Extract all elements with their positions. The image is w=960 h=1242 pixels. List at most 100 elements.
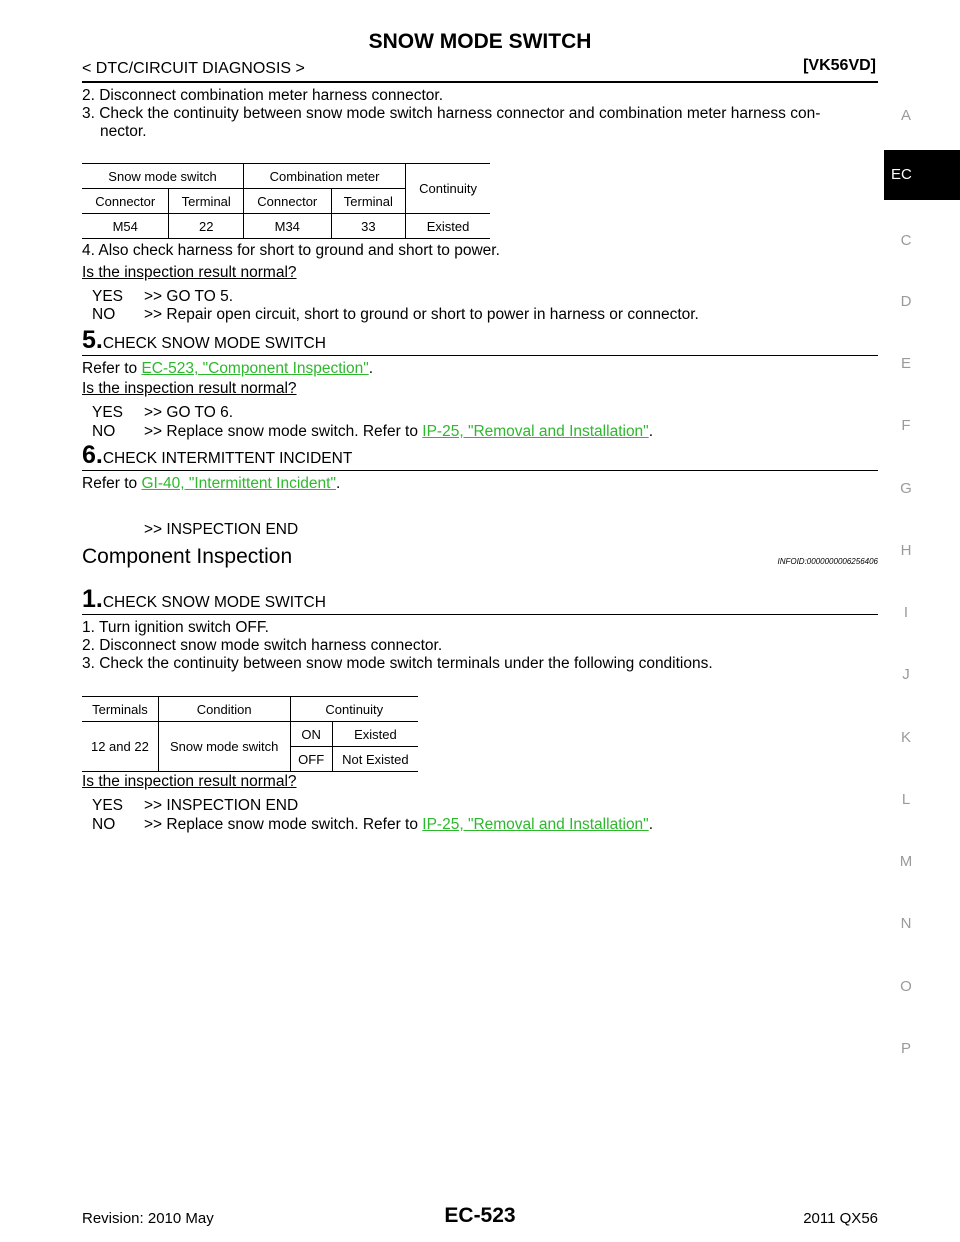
inspection-question: Is the inspection result normal? [82, 380, 297, 397]
table-cell: 22 [168, 213, 244, 239]
answer-text: >> Repair open circuit, short to ground … [144, 306, 699, 323]
refer-line: Refer to GI-40, "Intermittent Incident". [82, 474, 340, 493]
table-header: Continuity [325, 701, 384, 717]
answer-text: >> Replace snow mode switch. Refer to [144, 423, 423, 440]
table-row: M54 22 M34 33 Existed [82, 213, 490, 239]
step-title: CHECK INTERMITTENT INCIDENT [102, 450, 353, 467]
answer-no: NO>> Replace snow mode switch. Refer to … [92, 815, 653, 834]
instruction-step-3: 3. Check the continuity between snow mod… [82, 105, 821, 122]
answer-text: >> GO TO 5. [144, 288, 234, 305]
continuity-table: Snow mode switch Combination meter Conti… [82, 163, 490, 239]
answer-text: >> GO TO 6. [144, 404, 234, 421]
table-header: Terminal [168, 188, 244, 214]
instruction-step-3-cont: nector. [100, 123, 147, 140]
answer-key: YES [92, 288, 124, 305]
table-header: Connector [243, 188, 332, 214]
inspection-question: Is the inspection result normal? [82, 264, 297, 281]
answer-suffix: . [648, 423, 653, 440]
step-number: 6. [82, 441, 103, 469]
answer-text: >> Replace snow mode switch. Refer to [144, 816, 423, 833]
reference-link[interactable]: EC-523, "Component Inspection" [141, 360, 369, 377]
table-cell: 12 and 22 [82, 721, 159, 772]
instruction-step-3: 3. Check the continuity between snow mod… [82, 655, 713, 672]
table-header: Terminal [331, 188, 407, 214]
revision-label: Revision: 2010 May [82, 1210, 214, 1227]
terminal-continuity-table: Terminals Condition Continuity 12 and 22… [82, 696, 418, 772]
step-divider [82, 470, 878, 471]
reference-link[interactable]: IP-25, "Removal and Installation" [422, 423, 649, 440]
table-row: OFF Not Existed [82, 746, 418, 772]
instruction-step-2: 2. Disconnect snow mode switch harness c… [82, 637, 443, 654]
step-title: CHECK SNOW MODE SWITCH [102, 594, 326, 611]
sidebar-tab-ec[interactable]: EC [884, 150, 960, 200]
step-heading-5: 5.CHECK SNOW MODE SWITCH [82, 326, 326, 355]
model-label: [VK56VD] [803, 57, 876, 74]
answer-key: YES [92, 404, 124, 421]
instruction-step-1: 1. Turn ignition switch OFF. [82, 619, 269, 636]
instruction-step-4: 4. Also check harness for short to groun… [82, 242, 500, 259]
step-title: CHECK SNOW MODE SWITCH [102, 335, 326, 352]
reference-link[interactable]: IP-25, "Removal and Installation" [422, 816, 649, 833]
step-divider [82, 614, 878, 615]
answer-key: NO [92, 306, 116, 323]
table-cell: OFF [290, 746, 333, 772]
table-header-continuity: Continuity [419, 181, 477, 196]
step-number: 1. [82, 585, 103, 613]
sidebar-letter-k[interactable]: K [900, 729, 911, 746]
inspection-end: >> INSPECTION END [144, 521, 299, 538]
table-cell: 33 [331, 213, 407, 239]
step-heading-1: 1.CHECK SNOW MODE SWITCH [82, 585, 326, 614]
step-divider [82, 355, 878, 356]
answer-key: NO [92, 423, 116, 440]
answer-yes: YES >> GO TO 5. [92, 287, 233, 306]
section-heading: Component Inspection [82, 545, 293, 568]
sidebar-letter-a[interactable]: A [900, 107, 911, 124]
table-cell: Snow mode switch [158, 721, 291, 772]
table-cell: Existed [426, 218, 470, 234]
sidebar-letter-g[interactable]: G [900, 480, 912, 497]
page-number: EC-523 [444, 1204, 516, 1227]
table-group-header: Snow mode switch [82, 163, 244, 189]
answer-no: NO>> Replace snow mode switch. Refer to … [92, 422, 653, 441]
table-cell: M34 [243, 213, 332, 239]
table-header: Terminals [82, 696, 159, 722]
answer-text: >> INSPECTION END [144, 797, 299, 814]
sidebar-letter-j[interactable]: J [902, 666, 910, 683]
answer-no: NO >> Repair open circuit, short to groun… [92, 305, 699, 324]
sidebar-letter-p[interactable]: P [900, 1040, 911, 1057]
instruction-step-2: 2. Disconnect combination meter harness … [82, 87, 443, 104]
table-header: Condition [158, 696, 291, 722]
answer-suffix: . [648, 816, 653, 833]
sidebar-letter-n[interactable]: N [900, 915, 912, 932]
sidebar-letter-d[interactable]: D [900, 293, 912, 310]
sidebar-letter-c[interactable]: C [900, 232, 912, 249]
sidebar-letter-e[interactable]: E [900, 355, 911, 372]
table-row: 12 and 22 Snow mode switch ON Existed [82, 721, 418, 772]
answer-key: YES [92, 797, 124, 814]
answer-yes: YES >> GO TO 6. [92, 403, 233, 422]
reference-link[interactable]: GI-40, "Intermittent Incident" [141, 475, 336, 492]
step-number: 5. [82, 326, 103, 354]
sidebar-letter-l[interactable]: L [901, 791, 911, 808]
info-id: INFOID:0000000006256406 [777, 557, 878, 566]
answer-yes: YES >> INSPECTION END [92, 796, 298, 815]
sidebar-letter-i[interactable]: I [903, 604, 909, 621]
sidebar-letter-o[interactable]: O [900, 978, 912, 995]
table-cell: M54 [82, 213, 170, 239]
table-cell: Not Existed [342, 751, 409, 767]
sidebar-letter-h[interactable]: H [900, 542, 912, 559]
vehicle-label: 2011 QX56 [803, 1210, 878, 1227]
sidebar-letter-m[interactable]: M [899, 853, 913, 870]
table-cell: ON [290, 721, 333, 747]
page-title: SNOW MODE SWITCH [368, 30, 592, 53]
sidebar-letter-f[interactable]: F [901, 417, 911, 434]
refer-suffix: . [368, 360, 374, 377]
breadcrumb: < DTC/CIRCUIT DIAGNOSIS > [82, 60, 305, 77]
step-heading-6: 6.CHECK INTERMITTENT INCIDENT [82, 441, 352, 470]
refer-suffix: . [335, 475, 341, 492]
answer-key: NO [92, 816, 116, 833]
header-divider [82, 81, 878, 83]
refer-prefix: Refer to [82, 360, 142, 377]
refer-prefix: Refer to [82, 475, 142, 492]
inspection-question: Is the inspection result normal? [82, 773, 297, 790]
